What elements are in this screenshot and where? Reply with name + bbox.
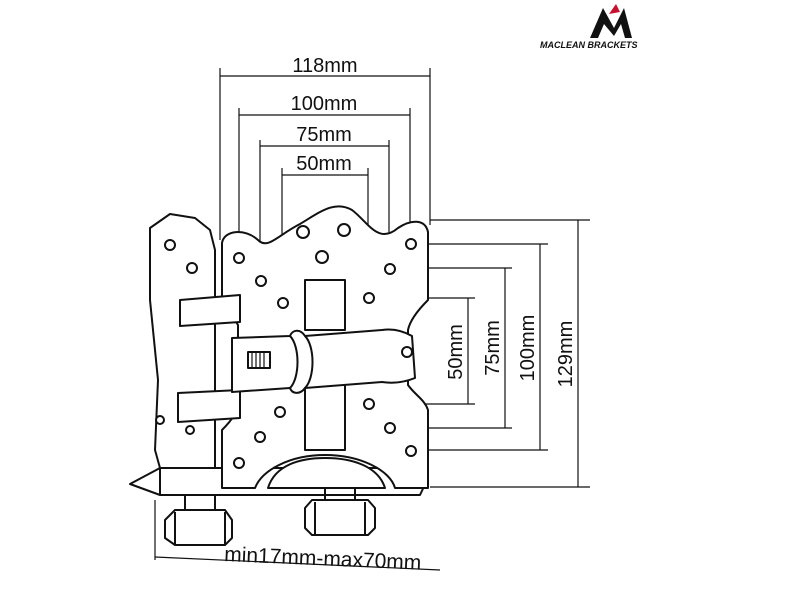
vesa-hole-75 [384,263,396,275]
clamp-strap [231,328,416,394]
top-hole [296,225,310,239]
vesa-hole-50 [363,292,375,304]
dim-v129-label: 129mm [555,321,577,388]
dim-50-label: 50mm [296,153,352,175]
front-plate-slot [304,384,346,451]
top-hole [337,223,351,237]
foot-knob-left [164,495,233,546]
rear-plate-hole [164,239,176,251]
dim-118-label: 118mm [292,55,357,77]
front-plate-slot [304,279,346,331]
vesa-hole-100 [233,457,245,469]
clamp-range-line [154,556,441,571]
clamp-strap-hole [401,346,413,358]
brand-name: MACLEAN BRACKETS [540,40,638,50]
vesa-hole-75 [255,275,267,287]
rear-plate-hole [155,415,165,425]
vesa-hole-50 [277,297,289,309]
vesa-hole-75 [254,431,266,443]
front-plate-arch [267,457,386,489]
side-tab-lower [177,389,241,423]
dim-v75-label: 75mm [482,320,504,376]
vesa-hole-50 [363,398,375,410]
dim-v100-label: 100mm [517,315,539,382]
foot-knob-right [304,488,376,536]
clamp-range-dimension [154,500,441,571]
rear-plate-hole [186,262,198,274]
vesa-hole-100 [233,252,245,264]
dim-100-label: 100mm [291,93,358,115]
rear-plate-hole [185,425,195,435]
logo-mark-icon [590,8,632,38]
clamp-screw-body [247,351,271,369]
dim-v50-label: 50mm [445,324,467,380]
top-hole [315,250,329,264]
rear-plate [149,213,216,471]
vesa-hole-50 [274,406,286,418]
logo-accent-icon [609,4,620,14]
vesa-hole-100 [405,238,417,250]
clamp-strap-band [289,335,314,389]
maclean-logo: MACLEAN BRACKETS [540,4,638,50]
bracket-assembly [129,205,429,546]
vesa-hole-75 [384,422,396,434]
vesa-hole-100 [405,445,417,457]
dim-75-label: 75mm [296,124,352,146]
clamp-screw [247,351,271,369]
side-tab-upper [179,294,241,327]
clamp-range-label: min17mm-max70mm [224,543,422,575]
